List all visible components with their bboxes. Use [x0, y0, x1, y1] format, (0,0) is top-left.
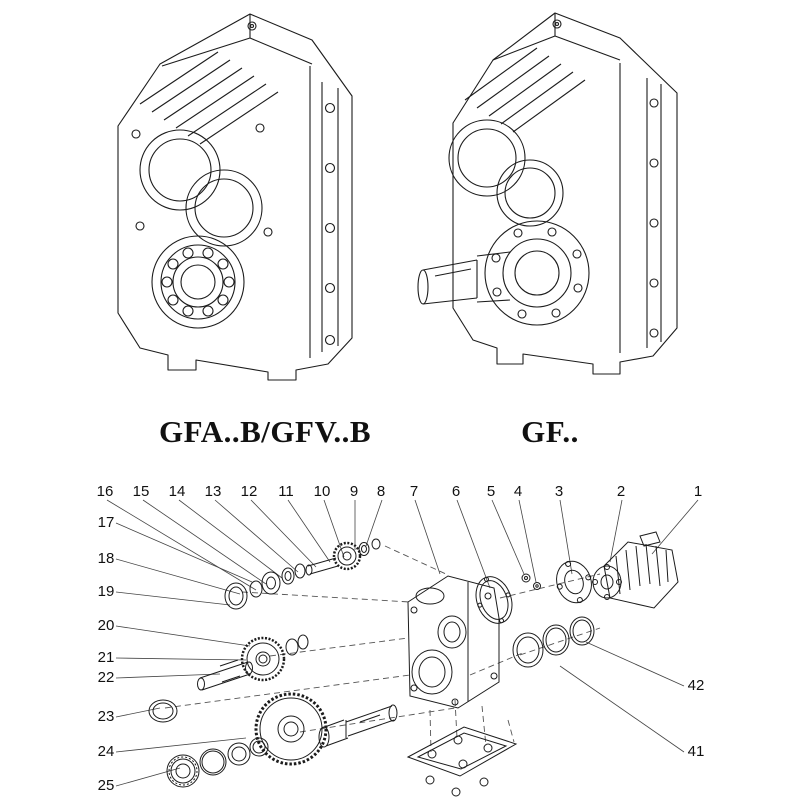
lifting-eye-hole: [552, 19, 562, 29]
part-callout: 22: [98, 669, 115, 686]
lifting-eye-hole: [247, 21, 257, 31]
part-callout: 42: [688, 677, 705, 694]
input-pinion-parts: [224, 538, 381, 610]
part-callout: 7: [410, 483, 418, 500]
part-callout: 41: [688, 743, 705, 760]
part-callout: 1: [694, 483, 702, 500]
part-callout: 4: [514, 483, 522, 500]
housing-silhouette: [452, 12, 678, 375]
intermediate-gear: [240, 634, 309, 682]
bore-cap: [148, 699, 178, 723]
part-callout: 13: [205, 483, 222, 500]
gearbox-drawing-gf: [417, 12, 678, 375]
exploded-parts-diagram: 16 15 14 13 12 11 10 9 8 7 6 5 4 3 2 1 1…: [97, 483, 705, 797]
part-callout: 18: [98, 550, 115, 567]
part-callouts: 16 15 14 13 12 11 10 9 8 7 6 5 4 3 2 1 1…: [97, 483, 705, 794]
gear-bores: [139, 129, 263, 247]
face-screws: [131, 123, 273, 237]
part-callout: 9: [350, 483, 358, 500]
output-bearing: [151, 235, 245, 329]
part-callout: 3: [555, 483, 563, 500]
motor-adapter-flange: [556, 560, 592, 604]
assembly-axis-lines: [164, 545, 601, 753]
housing-silhouette: [117, 13, 353, 381]
fastener-bolts: [521, 573, 541, 590]
gear-bores: [448, 119, 564, 227]
output-shaft-exploded: [318, 704, 398, 748]
leader-lines: [106, 499, 699, 787]
part-callout: 10: [314, 483, 331, 500]
motor: [592, 531, 679, 609]
model-label-gf: GF..: [521, 414, 579, 449]
retaining-rings: [512, 616, 595, 668]
part-callout: 8: [377, 483, 385, 500]
gasket: [475, 576, 513, 624]
part-callout: 12: [241, 483, 258, 500]
model-label-gfab: GFA..B/GFV..B: [158, 414, 372, 449]
part-callout: 15: [133, 483, 150, 500]
part-callout: 24: [98, 743, 115, 760]
pinion-shaft: [197, 659, 253, 691]
part-callout: 21: [98, 649, 115, 666]
output-flange: [484, 220, 590, 326]
part-callout: 20: [98, 617, 115, 634]
output-shaft: [417, 251, 511, 305]
gear-housing: [407, 575, 500, 709]
part-callout: 2: [617, 483, 625, 500]
output-gear: [254, 692, 328, 766]
cooling-fins: [464, 47, 586, 133]
part-callout: 14: [169, 483, 186, 500]
side-flange: [321, 82, 339, 352]
cooling-fins: [139, 51, 279, 145]
part-callout: 25: [98, 777, 115, 794]
part-callout: 5: [487, 483, 495, 500]
part-callout: 11: [278, 483, 294, 500]
part-callout: 16: [97, 483, 114, 500]
mounting-plate: [406, 726, 518, 797]
part-callout: 17: [98, 514, 115, 531]
gearbox-drawing-gfab: [117, 13, 353, 381]
side-flange: [646, 78, 662, 348]
part-callout: 23: [98, 708, 115, 725]
part-callout: 19: [98, 583, 115, 600]
part-callout: 6: [452, 483, 460, 500]
output-bearing-parts: [166, 737, 269, 788]
